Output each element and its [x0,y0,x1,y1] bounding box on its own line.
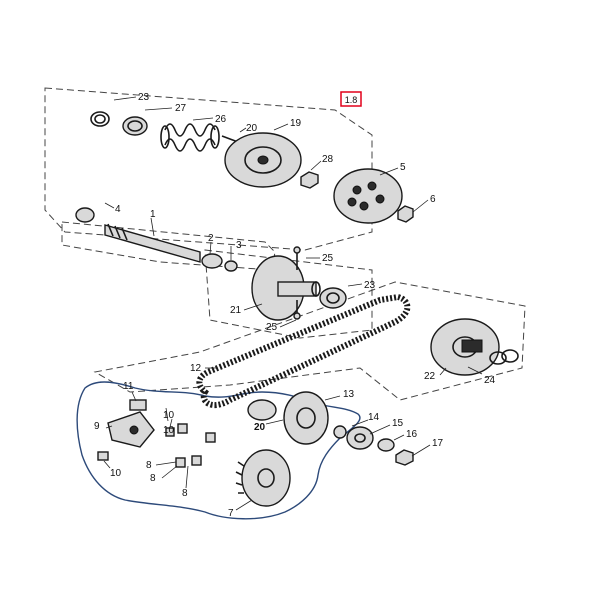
callout-3-collar: 3 [236,240,242,251]
callout-2-bearing: 2 [208,233,214,244]
part-25-pin-top [293,246,301,270]
part-23-oil-seal [319,287,347,309]
part-20-collar [247,399,277,421]
part-5-clutch-bell [333,168,403,224]
callout-10-slider-middle: 10 [163,425,175,436]
part-19-clutch-shoe [224,132,302,188]
callout-16-washer: 16 [406,429,418,440]
clutch-group-outline [44,87,373,251]
callout-14-star-washer: 14 [368,412,380,423]
part-21-sliding-pulley [251,255,321,321]
part-10-slider-left [97,451,109,461]
callout-8-roller-c: 8 [182,488,188,499]
callout-15-one-way-clutch: 15 [392,418,404,429]
part-16-washer [377,438,395,452]
part-14-star-washer [333,425,347,439]
callout-21-sliding-pulley: 21 [230,305,242,316]
callout-labels: 23 27 26 20 19 28 5 6 4 1 2 3 25 23 21 2… [94,92,496,519]
part-13-fan-sheave [283,391,329,445]
part-27-bearing [122,116,148,136]
part-3-collar [224,260,238,272]
part-1-drive-shaft [104,223,201,263]
callout-6-nut: 6 [430,194,436,205]
callout-26-spring: 26 [215,114,227,125]
part-15-one-way-clutch [346,426,374,450]
reference-number: 1.8 [345,95,358,105]
part-7-movable-sheave [235,449,291,507]
callout-8-roller-b: 8 [150,473,156,484]
part-12-v-belt [196,293,411,408]
callout-12-v-belt: 12 [190,363,202,374]
part-22-fixed-pulley [430,318,500,376]
callout-24-rings: 24 [484,375,496,386]
part-10-slider-top [165,427,175,437]
callout-25-pin-top: 25 [322,253,334,264]
part-4-bearing [75,207,95,223]
part-2-bearing [201,253,223,269]
callout-8-roller-a: 8 [146,460,152,471]
callout-20-pin: 20 [246,123,258,134]
part-25-pin-bottom [293,300,301,320]
part-9-ramp-plate-arm [107,411,155,448]
leader-lines [103,96,483,511]
callout-5-clutch-bell: 5 [400,162,406,173]
callout-19-clutch-shoe: 19 [290,118,302,129]
callout-1-drive-shaft: 1 [150,209,156,220]
callout-20-collar: 20 [254,422,266,433]
part-17-nut [395,449,414,466]
callout-4-bearing: 4 [115,204,121,215]
pulley-group-outline [204,249,373,339]
callout-23-oil-seal: 23 [364,280,376,291]
callout-27-bearing: 27 [175,103,187,114]
callout-7-movable-sheave: 7 [228,508,234,519]
part-6-nut [397,205,414,223]
callout-25-pin-bottom: 25 [266,322,278,333]
reference-box [340,91,362,107]
part-24-rings [489,349,519,365]
callout-17-nut: 17 [432,438,444,449]
callout-10-slider-lower: 10 [110,468,122,479]
part-8-rollers [175,423,216,468]
callout-13-fan-sheave: 13 [343,389,355,400]
part-11-ramp-plate [129,399,147,411]
part-23-seal [90,111,110,127]
callout-11-ramp-plate: 11 [123,381,134,392]
part-28-nut [300,171,319,189]
callout-9-ramp-plate-arm: 9 [94,421,100,432]
part-26-spring [160,123,220,152]
callout-22-fixed-pulley: 22 [424,371,436,382]
callout-10-slider-upper: 10 [163,410,175,421]
callout-23-seal: 23 [138,92,150,103]
callout-28-nut: 28 [322,154,334,165]
